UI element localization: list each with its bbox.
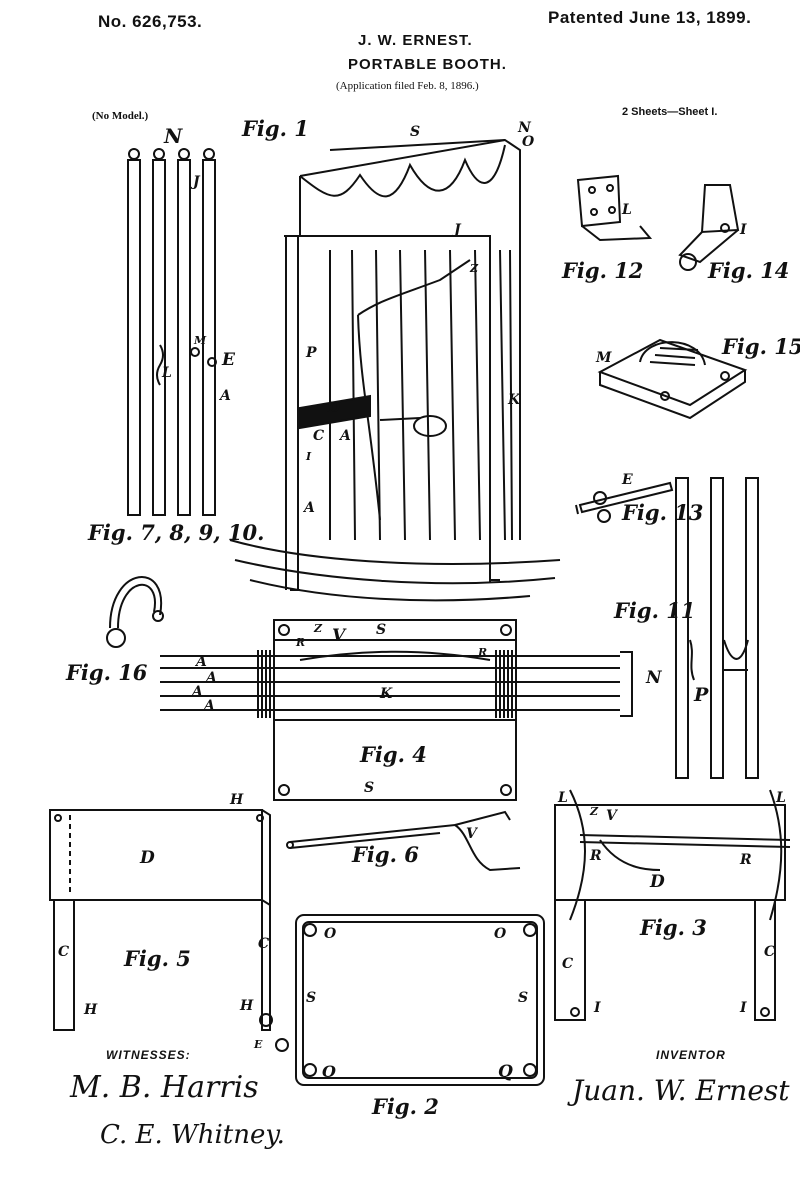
- fig11-rods: [675, 477, 759, 779]
- fig2-caption: Fig. 2: [372, 1094, 439, 1119]
- fig15-support: [597, 338, 748, 420]
- witness-signature-1: M. B. Harris: [70, 1070, 259, 1105]
- ref-L: L: [776, 790, 786, 806]
- ref-I: I: [740, 1000, 747, 1016]
- fig12-caption: Fig. 12: [562, 258, 644, 283]
- witness-signature-2: C. E. Whitney.: [100, 1120, 285, 1150]
- fig4-caption: Fig. 4: [360, 742, 427, 767]
- fig11-caption: Fig. 11: [614, 598, 696, 623]
- ref-V: V: [466, 826, 477, 842]
- fig6-rod: [286, 810, 521, 872]
- ref-D: D: [328, 400, 341, 416]
- sheet-count: 2 Sheets—Sheet I.: [622, 106, 718, 118]
- ref-K: K: [508, 392, 521, 408]
- ref-S: S: [306, 990, 317, 1006]
- fig7-10-rods: [127, 148, 217, 516]
- fig14-caption: Fig. 14: [708, 258, 790, 283]
- ref-M: M: [596, 350, 612, 366]
- fig4-folded: [160, 619, 633, 801]
- ref-O: O: [324, 926, 337, 942]
- fig1-booth: [229, 138, 561, 602]
- ref-S: S: [518, 990, 529, 1006]
- fig16-hook: [106, 576, 164, 648]
- ref-I: I: [306, 450, 312, 463]
- ref-N: N: [518, 120, 531, 136]
- fig2-frame: [295, 914, 545, 1086]
- fig7-10-caption: Fig. 7, 8, 9, 10.: [88, 520, 265, 545]
- no-model-note: (No Model.): [92, 110, 149, 122]
- ref-A: A: [192, 684, 203, 700]
- ref-J: J: [193, 174, 200, 190]
- inventor-heading: J. W. ERNEST.: [358, 32, 473, 49]
- ref-C: C: [258, 936, 270, 952]
- ref-C: C: [313, 428, 325, 444]
- ref-O: O: [494, 926, 507, 942]
- ref-L: L: [622, 202, 632, 218]
- ref-D: D: [650, 872, 665, 892]
- ref-R: R: [478, 646, 488, 659]
- ref-R: R: [740, 852, 752, 868]
- fig12-bracket: [576, 174, 653, 242]
- fig3-caption: Fig. 3: [640, 915, 707, 940]
- ref-S: S: [364, 780, 375, 796]
- ref-A: A: [204, 698, 215, 714]
- fig14-clamp: [678, 184, 740, 271]
- ref-A: A: [220, 388, 231, 404]
- patent-date: Patented June 13, 1899.: [548, 8, 752, 27]
- ref-J: J: [454, 222, 461, 238]
- ref-A: A: [206, 670, 217, 686]
- ref-V: V: [332, 626, 346, 646]
- ref-L: L: [162, 365, 172, 381]
- ref-N: N: [164, 124, 183, 148]
- ref-E: E: [622, 472, 633, 488]
- ref-I: I: [594, 1000, 601, 1016]
- fig16-caption: Fig. 16: [66, 660, 148, 685]
- inventor-signature: Juan. W. Ernest: [572, 1074, 790, 1107]
- ref-R: R: [296, 636, 306, 649]
- patent-title: PORTABLE BOOTH.: [348, 56, 507, 73]
- ref-M: M: [194, 334, 207, 347]
- ref-P: P: [694, 684, 709, 706]
- ref-C: C: [562, 956, 574, 972]
- fig13-caption: Fig. 13: [622, 500, 704, 525]
- ref-O: O: [522, 134, 535, 150]
- ref-H: H: [84, 1002, 98, 1018]
- ref-A: A: [304, 500, 315, 516]
- ref-A: A: [196, 654, 207, 670]
- ref-S: S: [376, 622, 387, 638]
- ref-I: I: [740, 222, 747, 238]
- inventor-label: INVENTOR: [656, 1048, 726, 1062]
- ref-A: A: [340, 428, 351, 444]
- ref-H: H: [230, 792, 244, 808]
- ref-H: H: [240, 998, 254, 1014]
- witnesses-label: WITNESSES:: [106, 1048, 191, 1062]
- ref-P: P: [306, 345, 317, 361]
- ref-K: K: [380, 686, 393, 702]
- ref-S: S: [410, 124, 421, 140]
- ref-R: R: [590, 848, 602, 864]
- fig3-seat-side: [554, 789, 791, 1021]
- ref-E: E: [254, 1038, 263, 1051]
- fig5-seat: [49, 809, 289, 1052]
- ref-Z: Z: [590, 805, 599, 818]
- fig6-caption: Fig. 6: [352, 842, 419, 867]
- application-date: (Application filed Feb. 8, 1896.): [336, 80, 479, 92]
- fig1-caption: Fig. 1: [242, 116, 309, 141]
- ref-Z: Z: [314, 622, 323, 635]
- ref-C: C: [58, 944, 70, 960]
- ref-D: D: [140, 848, 155, 868]
- ref-L: L: [558, 790, 568, 806]
- ref-V: V: [606, 808, 617, 824]
- ref-N: N: [646, 668, 662, 688]
- patent-number: No. 626,753.: [98, 12, 203, 31]
- fig15-caption: Fig. 15: [722, 334, 800, 359]
- ref-Z: Z: [470, 262, 479, 275]
- ref-O: O: [322, 1062, 336, 1081]
- ref-C: C: [764, 944, 776, 960]
- fig13-thumbscrew: [575, 481, 674, 523]
- ref-Q: Q: [498, 1062, 513, 1082]
- fig5-caption: Fig. 5: [124, 946, 191, 971]
- ref-E: E: [222, 350, 235, 370]
